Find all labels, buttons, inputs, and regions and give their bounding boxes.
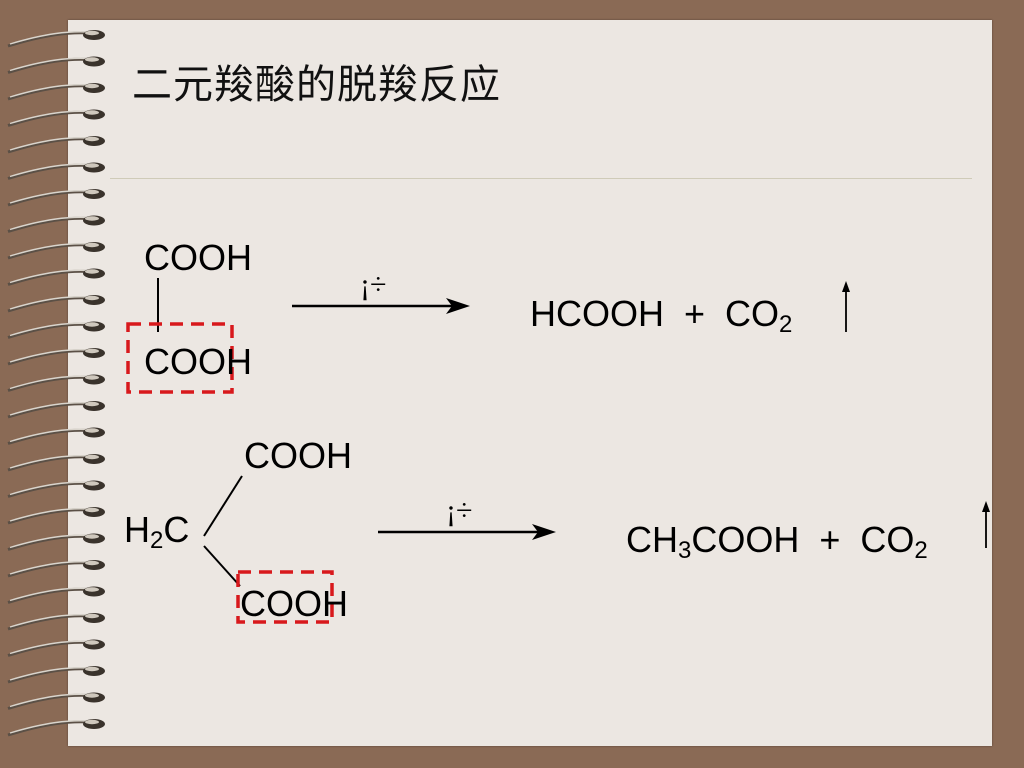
acetic-subscript: 3: [678, 537, 692, 564]
acetic-acid-cooh: COOH: [691, 519, 800, 560]
oxalic-bottom-cooh: COOH: [144, 341, 252, 382]
co2-formula-2: CO: [860, 519, 915, 560]
slide-title: 二元羧酸的脱羧反应: [132, 62, 501, 108]
plus-sign-2: +: [819, 519, 841, 560]
malonic-top-cooh: COOH: [244, 435, 352, 476]
methylene-subscript: 2: [150, 527, 164, 554]
malonic-bottom-cooh: COOH: [240, 583, 348, 624]
spiral-binding-icon: [7, 30, 105, 737]
formic-acid: HCOOH: [530, 293, 664, 334]
heat-condition-2: ¡÷: [446, 494, 473, 527]
notebook-page: [68, 20, 992, 746]
co2-formula-1: CO: [725, 293, 780, 334]
co2-subscript-1: 2: [779, 311, 793, 338]
methylene-group: H2C: [124, 509, 190, 554]
heat-condition-1: ¡÷: [360, 268, 387, 301]
product-formula-2: CH3COOH + CO2: [626, 522, 928, 563]
acetic-acid-ch: CH: [626, 519, 678, 560]
title-divider: [110, 178, 972, 179]
co2-subscript-2: 2: [914, 537, 928, 564]
oxalic-top-cooh: COOH: [144, 237, 252, 278]
plus-sign-1: +: [684, 293, 706, 334]
product-formula-1: HCOOH + CO2: [530, 296, 792, 337]
